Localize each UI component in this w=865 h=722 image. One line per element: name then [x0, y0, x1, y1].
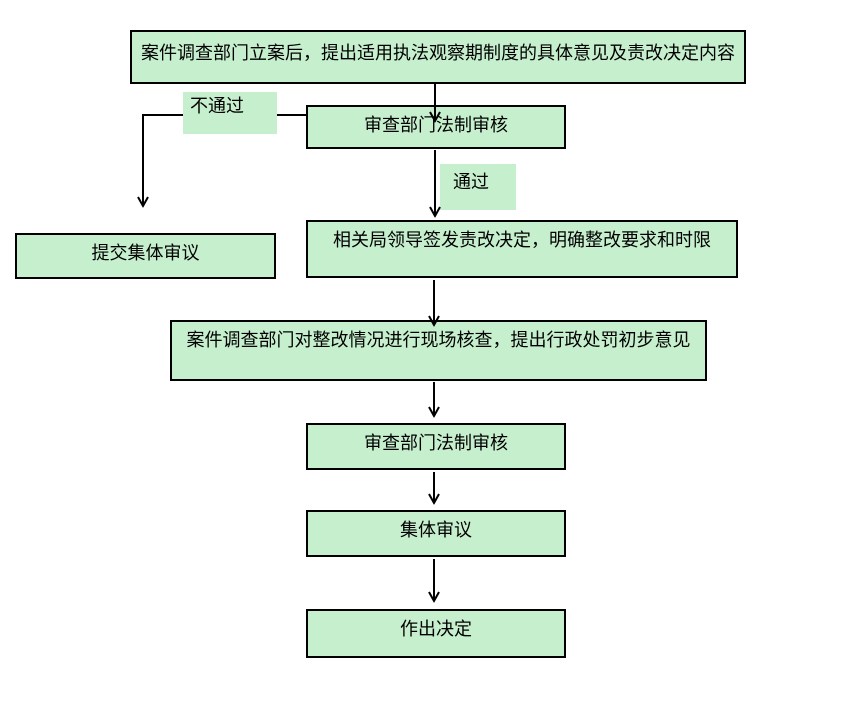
edge-label-fail: 不通过 — [183, 92, 277, 134]
node-make-decision: 作出决定 — [306, 609, 566, 658]
node-case-filing-opinion: 案件调查部门立案后，提出适用执法观察期制度的具体意见及责改决定内容 — [130, 30, 746, 84]
node-onsite-verification: 案件调查部门对整改情况进行现场核查，提出行政处罚初步意见 — [170, 320, 707, 381]
edge-label-pass: 通过 — [440, 164, 516, 210]
node-issue-rectification-decision: 相关局领导签发责改决定，明确整改要求和时限 — [306, 220, 738, 278]
node-submit-collective-review: 提交集体审议 — [15, 233, 276, 279]
node-legal-review-2: 审查部门法制审核 — [306, 423, 566, 470]
node-legal-review-1: 审查部门法制审核 — [306, 105, 566, 149]
node-collective-review: 集体审议 — [306, 510, 566, 557]
